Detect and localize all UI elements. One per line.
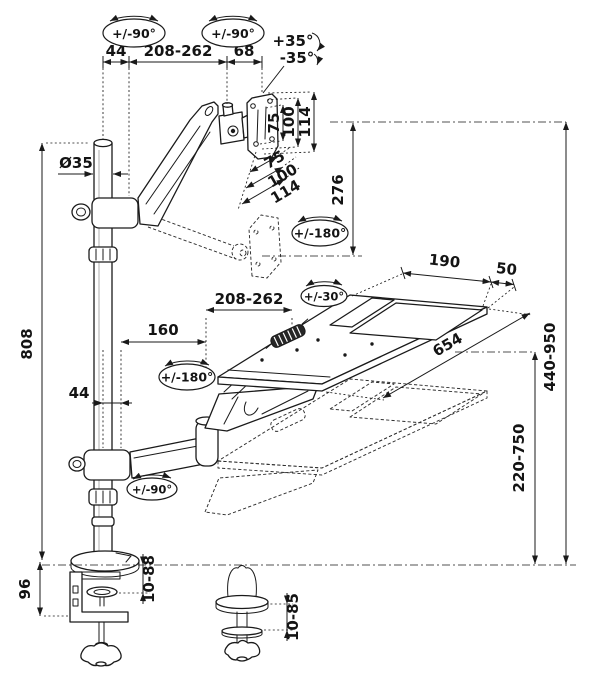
dim-grommet-range: 10-85 bbox=[264, 593, 302, 641]
dim-lower-arm-length: 160 bbox=[121, 318, 207, 384]
angle-label-lower-arm-rotation: +/-90° bbox=[132, 483, 172, 497]
dim-tray-height-range: 220-750 bbox=[510, 352, 538, 564]
dim-vesa-horizontal: 75 100 114 bbox=[237, 146, 304, 211]
dim-clamp-range: 10-88 bbox=[119, 554, 158, 604]
dim-label-pole-to-lower-arm: 44 bbox=[69, 384, 90, 402]
dimension-annotations: 44 208-262 68 +/-90° +/-90° +35° -35° Ø3… bbox=[16, 14, 576, 641]
angle-label-tray-arm-rotation: +/-180° bbox=[161, 370, 214, 385]
dim-label-tray-edge: 50 bbox=[495, 259, 518, 279]
angle-label-tilt-up: +35° bbox=[273, 32, 314, 50]
angle-label-tilt-down: -35° bbox=[280, 49, 315, 67]
upper-arm-collar bbox=[71, 197, 139, 229]
dim-label-tray-depth: 190 bbox=[428, 250, 461, 271]
dim-clamp-height: 96 bbox=[16, 562, 68, 617]
dim-label-pole-to-arm: 44 bbox=[106, 42, 127, 60]
dim-label-vesa-v-75: 75 bbox=[265, 113, 283, 134]
clamp-pad bbox=[86, 586, 118, 607]
desk-clamp bbox=[69, 550, 140, 667]
grommet-mount bbox=[215, 565, 269, 662]
dim-pole-to-lower-arm: 44 bbox=[69, 350, 132, 448]
angle-label-vesa-spin: +/-180° bbox=[294, 226, 347, 241]
dim-label-clamp-height: 96 bbox=[16, 579, 34, 600]
dim-label-lower-arm-length: 160 bbox=[147, 321, 178, 339]
rotation-badge-tray-arm: +/-180° bbox=[158, 358, 216, 391]
rotation-badge-vesa: +/-180° bbox=[291, 214, 349, 247]
tilt-spring bbox=[265, 318, 309, 349]
angle-label-head-rotation: +/-90° bbox=[211, 26, 255, 41]
upper-arm bbox=[71, 93, 279, 229]
dim-label-grommet-range: 10-85 bbox=[284, 593, 302, 641]
dim-tray-depth: 190 50 bbox=[351, 250, 518, 309]
pole-adjust-ring-lower bbox=[88, 488, 118, 527]
lower-arm-collar bbox=[68, 449, 131, 481]
dim-vertical-travel: 276 bbox=[329, 123, 356, 255]
dim-label-vertical-travel: 276 bbox=[329, 174, 347, 205]
rotation-badge-tray-tilt: +/-30° bbox=[300, 278, 348, 308]
angle-label-tray-tilt: +/-30° bbox=[304, 290, 344, 304]
dim-label-clamp-range: 10-88 bbox=[140, 555, 158, 603]
tilt-annotation: +35° -35° bbox=[262, 32, 325, 94]
dim-label-tray-height-range: 220-750 bbox=[510, 424, 528, 493]
dim-top-chain: 44 208-262 68 bbox=[102, 42, 263, 196]
dim-tray-arm-reach: 208-262 bbox=[206, 290, 293, 326]
dim-label-pole-diameter: Ø35 bbox=[59, 154, 93, 172]
dim-label-arm-reach: 208-262 bbox=[144, 42, 213, 60]
pole-adjust-ring-upper bbox=[88, 246, 118, 263]
angle-label-pole-rotation: +/-90° bbox=[112, 26, 156, 41]
dim-label-tray-arm-reach: 208-262 bbox=[215, 290, 284, 308]
clamp-screw-knob bbox=[80, 621, 122, 667]
dim-label-vesa-v-100: 100 bbox=[280, 106, 298, 137]
rotation-badge-lower-arm: +/-90° bbox=[126, 472, 178, 501]
monitor-arm-ghost bbox=[141, 211, 282, 279]
dim-label-vesa-height-range: 440-950 bbox=[541, 323, 559, 392]
dim-label-vesa-v-114: 114 bbox=[296, 106, 314, 137]
rotation-badge-pole: +/-90° bbox=[102, 14, 166, 48]
rotation-badge-head: +/-90° bbox=[201, 14, 265, 48]
dim-vesa-height-range: 440-950 bbox=[541, 122, 569, 564]
dim-pole-height: 808 bbox=[18, 142, 90, 560]
dim-pole-diameter: Ø35 bbox=[58, 154, 128, 177]
dim-vesa-vertical: 75 100 114 bbox=[259, 91, 317, 155]
dim-label-pole-height: 808 bbox=[18, 328, 36, 359]
